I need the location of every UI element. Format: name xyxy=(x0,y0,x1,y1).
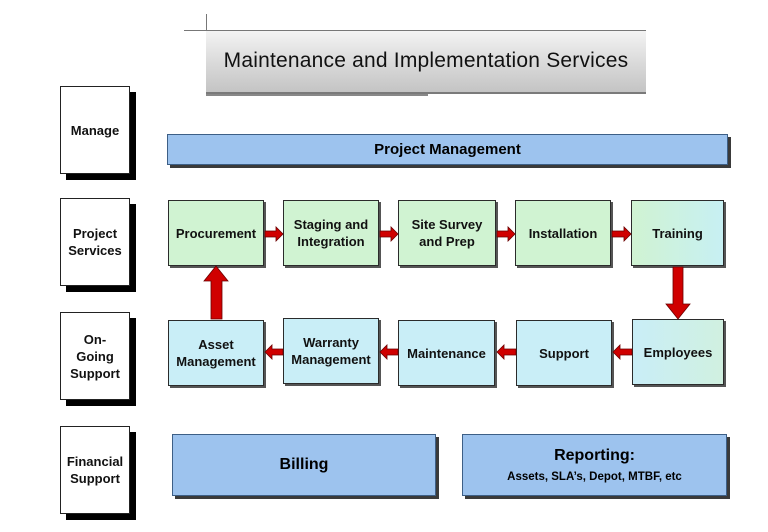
row-label-financial-support: Financial Support xyxy=(60,426,130,514)
box-staging-integration: Staging and Integration xyxy=(283,200,379,266)
arrow-support-to-maintenance xyxy=(496,344,517,360)
page-title: Maintenance and Implementation Services xyxy=(206,30,646,94)
title-shadow-line xyxy=(206,94,428,96)
box-employees: Employees xyxy=(632,319,724,385)
reporting-title: Reporting: xyxy=(554,447,635,464)
arrow-procurement-to-staging xyxy=(264,226,284,242)
row-label-ongoing-support: On- Going Support xyxy=(60,312,130,400)
box-training: Training xyxy=(631,200,724,266)
arrow-employees-to-support xyxy=(612,344,633,360)
row-label-manage: Manage xyxy=(60,86,130,174)
arrow-staging-to-survey xyxy=(379,226,399,242)
box-installation: Installation xyxy=(515,200,611,266)
box-warranty-management: Warranty Management xyxy=(283,318,379,384)
reporting-subtitle: Assets, SLA’s, Depot, MTBF, etc xyxy=(507,471,682,483)
box-asset-management: Asset Management xyxy=(168,320,264,386)
arrow-training-to-employees xyxy=(665,266,691,320)
arrow-survey-to-installation xyxy=(496,226,516,242)
title-top-line xyxy=(184,30,646,31)
arrow-warranty-to-asset xyxy=(264,344,284,360)
billing-bar: Billing xyxy=(172,434,436,496)
box-procurement: Procurement xyxy=(168,200,264,266)
box-maintenance: Maintenance xyxy=(398,320,495,386)
arrow-installation-to-training xyxy=(611,226,632,242)
reporting-bar: Reporting: Assets, SLA’s, Depot, MTBF, e… xyxy=(462,434,727,496)
arrow-asset-to-procurement xyxy=(203,265,229,320)
box-site-survey: Site Survey and Prep xyxy=(398,200,496,266)
box-support: Support xyxy=(516,320,612,386)
row-label-project-services: Project Services xyxy=(60,198,130,286)
arrow-maintenance-to-warranty xyxy=(379,344,399,360)
project-management-bar: Project Management xyxy=(167,134,728,165)
